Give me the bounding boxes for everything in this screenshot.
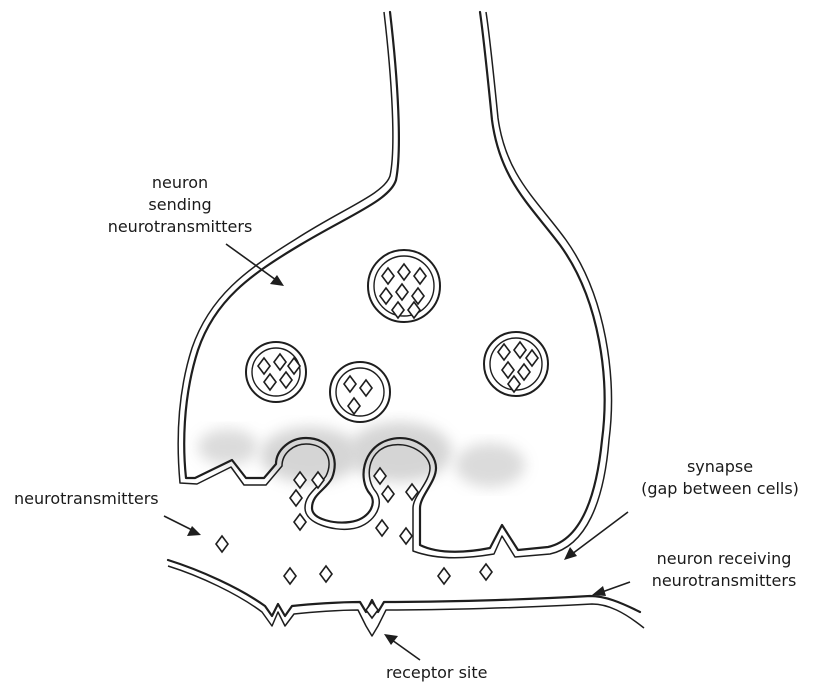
arrow-receptor-site [384, 634, 420, 660]
label-sending-neuron: neuron sending neurotransmitters [100, 172, 260, 238]
label-receptor-site: receptor site [386, 662, 488, 684]
arrow-sending-neuron [226, 244, 284, 286]
label-receiving-neuron-line1: neuron receiving [634, 548, 814, 570]
released-neurotransmitters [216, 468, 492, 618]
label-synapse: synapse (gap between cells) [620, 456, 820, 500]
arrow-synapse [564, 512, 628, 560]
arrow-neurotransmitters [164, 516, 201, 536]
label-synapse-line1: synapse [620, 456, 820, 478]
vesicle-middle [330, 362, 390, 422]
vesicle-left [246, 342, 306, 402]
arrow-receiving-neuron [592, 582, 630, 596]
label-sending-neuron-line3: neurotransmitters [100, 216, 260, 238]
label-receiving-neuron-line2: neurotransmitters [634, 570, 814, 592]
label-sending-neuron-line2: sending [100, 194, 260, 216]
label-receiving-neuron: neuron receiving neurotransmitters [634, 548, 814, 592]
receiving-neuron [168, 560, 644, 636]
label-neurotransmitters: neurotransmitters [14, 488, 159, 510]
label-sending-neuron-line1: neuron [100, 172, 260, 194]
label-synapse-line2: (gap between cells) [620, 478, 820, 500]
receiving-neuron-top-membrane [168, 560, 640, 616]
